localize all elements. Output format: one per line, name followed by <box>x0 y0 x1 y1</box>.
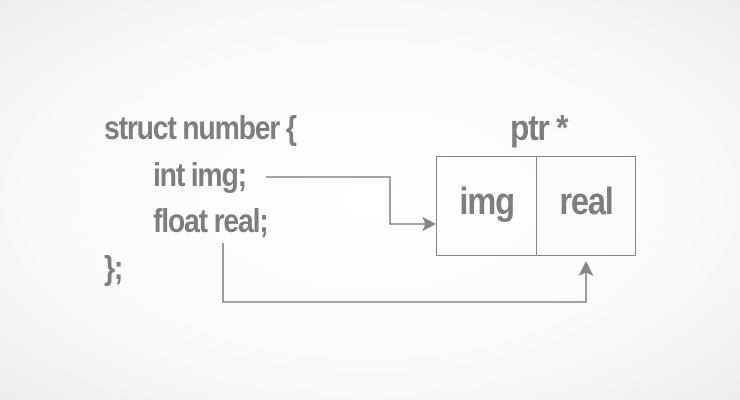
memory-box: img real <box>436 156 636 256</box>
struct-declaration-line: struct number { <box>104 109 297 146</box>
img-arrowhead-icon <box>422 216 436 232</box>
memory-cell-img-label: img <box>458 181 515 223</box>
memory-cell-img: img <box>437 157 536 255</box>
img-arrow-line <box>266 176 426 225</box>
struct-closing-line: }; <box>104 249 123 286</box>
real-arrowhead-icon <box>578 261 594 276</box>
memory-cell-real: real <box>535 157 636 255</box>
real-member-line: float real; <box>153 202 269 239</box>
pointer-label: ptr * <box>510 107 568 148</box>
img-member-line: int img; <box>153 156 247 193</box>
memory-cell-real-label: real <box>559 181 614 223</box>
